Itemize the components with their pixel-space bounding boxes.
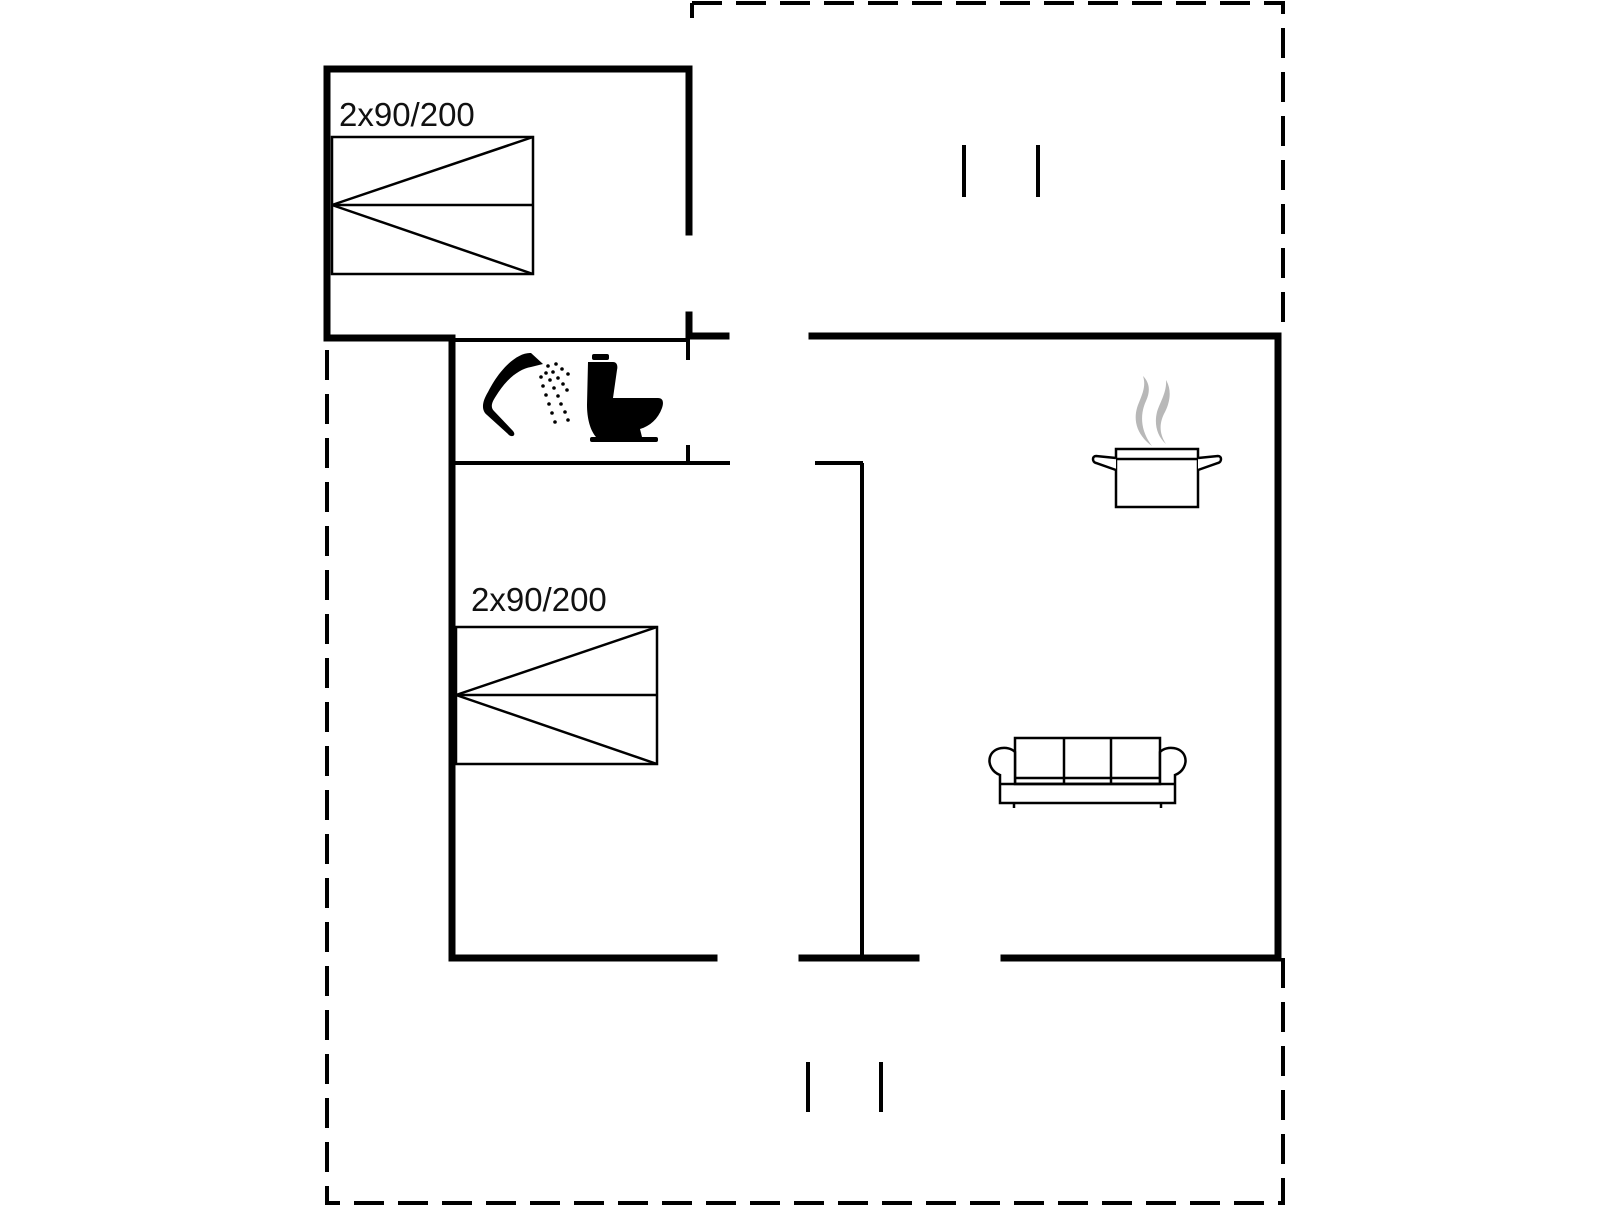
walls — [323, 65, 1282, 962]
sofa-icon — [988, 736, 1187, 808]
shower-icon — [482, 352, 570, 437]
toilet-icon — [587, 354, 663, 442]
partitions — [452, 338, 864, 958]
bed-size-label: 2x90/200 — [339, 96, 475, 133]
terrace-outline — [325, 1, 1285, 1205]
bed-icon — [330, 135, 535, 276]
cooking-pot-icon — [1091, 376, 1223, 509]
bed-size-label: 2x90/200 — [471, 581, 607, 618]
door-markers — [806, 145, 1040, 1112]
bed-icon — [454, 625, 659, 766]
